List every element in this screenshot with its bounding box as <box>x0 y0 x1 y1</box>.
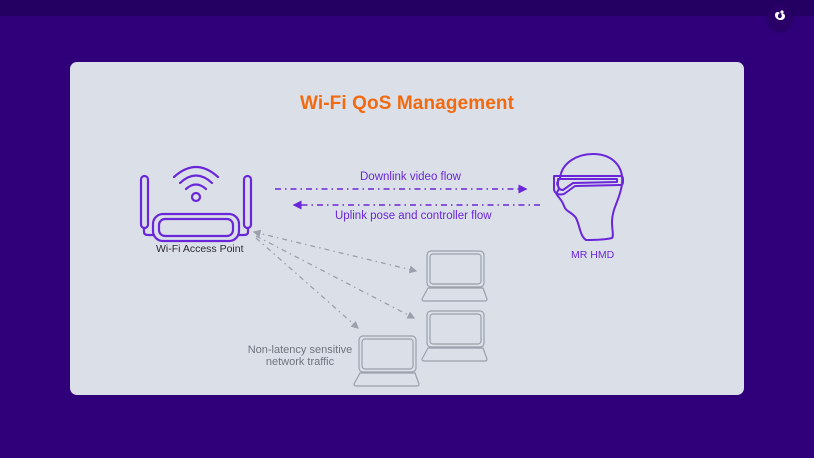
client-traffic-label-line2: network traffic <box>265 356 335 368</box>
laptop-icon <box>421 250 488 302</box>
client-traffic-label: Non-latency sensitive network traffic <box>240 344 360 368</box>
laptop-icon <box>353 335 420 387</box>
diagram-canvas <box>139 153 624 387</box>
wifi-router-icon <box>139 165 253 243</box>
top-bar <box>0 0 814 16</box>
uplink-flow-label: Uplink pose and controller flow <box>335 210 492 222</box>
downlink-flow-label: Downlink video flow <box>360 171 461 183</box>
diagram-card: Wi-Fi QoS Management <box>70 62 744 395</box>
laptop-icon <box>421 310 488 362</box>
hmd-label: MR HMD <box>571 249 615 261</box>
access-point-label: Wi-Fi Access Point <box>156 243 244 255</box>
slide-title: Wi-Fi QoS Management <box>299 93 514 114</box>
client-traffic-label-line1: Non-latency sensitive <box>247 344 353 356</box>
head-mounted-display-icon <box>553 153 624 241</box>
non-latency-traffic-arrows <box>252 229 418 329</box>
brand-logo-icon <box>775 10 785 21</box>
brand-logo-button[interactable] <box>768 4 792 30</box>
